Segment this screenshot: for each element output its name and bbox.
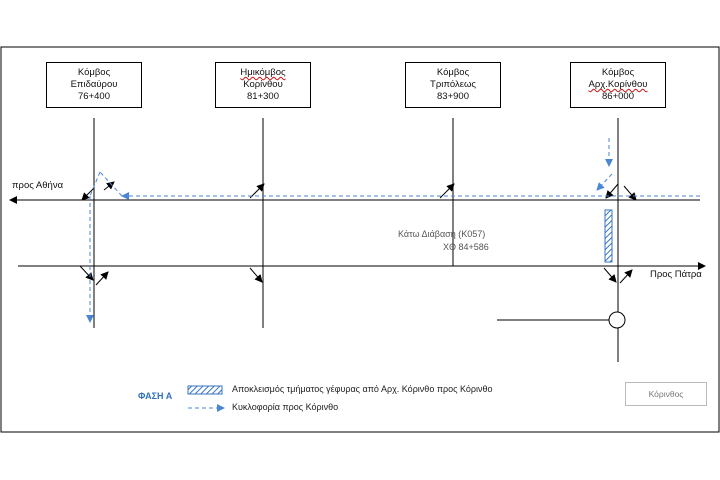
ramp <box>249 183 265 199</box>
ramp <box>103 181 115 191</box>
traffic-offramp <box>99 171 123 197</box>
node-box-korinthou: Ημικόμβος Κορίνθου 81+300 <box>215 62 311 108</box>
direction-patra-label: Προς Πάτρα <box>650 269 702 280</box>
ramp <box>439 183 455 199</box>
node-label: Ημικόμβος <box>240 67 286 78</box>
ramp <box>623 185 637 201</box>
node-chainage: 83+900 <box>437 91 469 102</box>
ramp <box>619 269 633 284</box>
node-box-tripoleos: Κόμβος Τριπόλεως 83+900 <box>405 62 501 108</box>
node-name: Κορίνθου <box>243 79 283 90</box>
node-label: Κόμβος <box>77 67 111 78</box>
ramp <box>95 271 109 286</box>
destination-box: Κόρινθος <box>625 382 707 406</box>
phase-label: ΦΑΣΗ Α <box>138 391 173 401</box>
node-name: Επιδαύρου <box>70 79 118 90</box>
direction-athens-label: προς Αθήνα <box>12 180 64 191</box>
closure-hatch <box>604 209 613 263</box>
traffic-onramp <box>596 173 613 191</box>
node-chainage: 86+000 <box>602 91 634 102</box>
node-name: Αρχ.Κορίνθου <box>588 79 648 90</box>
roundabout <box>608 311 626 329</box>
node-chainage: 76+400 <box>78 91 110 102</box>
node-box-epidavrou: Κόμβος Επιδαύρου 76+400 <box>46 62 142 108</box>
node-name: Τριπόλεως <box>430 79 476 90</box>
underpass-chainage: ΧΘ 84+586 <box>443 242 489 252</box>
underpass-label: Κάτω Διάβαση (Κ057) <box>398 229 486 239</box>
ramp <box>81 187 95 201</box>
legend-hatch-symbol <box>187 385 223 395</box>
ramp <box>79 265 94 281</box>
node-label: Κόμβος <box>601 67 635 78</box>
node-chainage: 81+300 <box>247 91 279 102</box>
node-box-arx-korinthou: Κόμβος Αρχ.Κορίνθου 86+000 <box>570 62 666 108</box>
destination-label: Κόρινθος <box>648 389 684 399</box>
diagram-frame <box>0 46 720 433</box>
ramp <box>603 267 617 283</box>
legend-traffic-text: Κυκλοφορία προς Κόρινθο <box>232 402 339 412</box>
traffic-turn <box>89 171 101 197</box>
node-label: Κόμβος <box>436 67 470 78</box>
legend-closure-text: Αποκλεισμός τμήματος γέφυρας από Αρχ. Κό… <box>232 384 493 394</box>
ramp <box>249 267 263 283</box>
